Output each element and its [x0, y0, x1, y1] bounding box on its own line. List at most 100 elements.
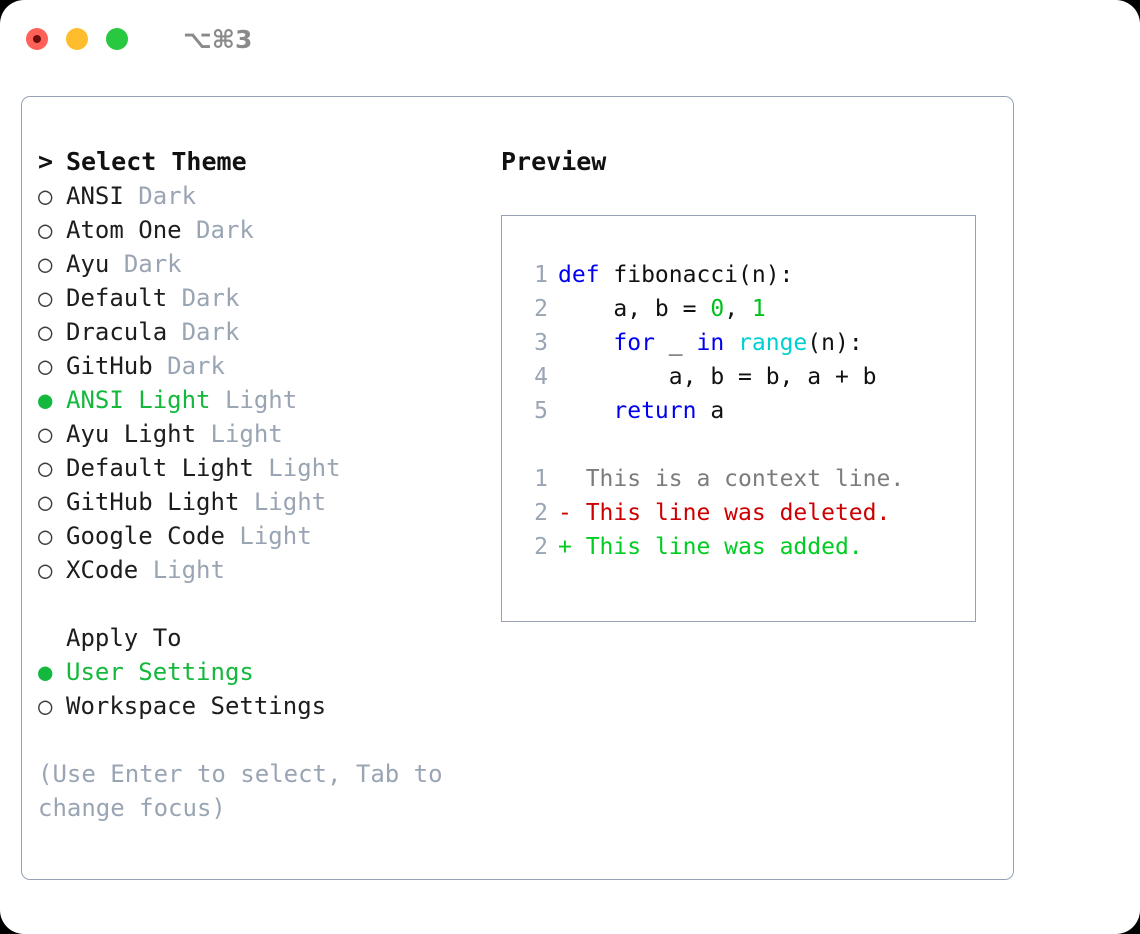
- radio-unselected-icon: ○: [38, 556, 53, 584]
- code-token-plain: a, b = b, a + b: [558, 364, 877, 390]
- theme-option-google-code[interactable]: ○Google Code Light: [38, 519, 498, 553]
- radio-unselected-icon: ○: [38, 182, 53, 210]
- title-bar: ⌥⌘3: [0, 0, 1140, 78]
- code-token-kw: return: [613, 398, 697, 424]
- diff-line-context: 1 This is a context line.: [520, 462, 975, 496]
- radio-selected-icon: ●: [38, 386, 53, 414]
- code-token-plain: a, b =: [558, 296, 711, 322]
- apply-to-heading-label: Apply To: [66, 624, 182, 652]
- radio-unselected-icon: ○: [38, 692, 53, 720]
- code-token-plain: ,: [724, 296, 752, 322]
- code-token-num: 0: [710, 296, 725, 322]
- theme-option-variant: Dark: [123, 250, 182, 278]
- code-line: 4 a, b = b, a + b: [520, 360, 975, 394]
- maximize-window-button[interactable]: [106, 28, 128, 50]
- keyboard-hint: (Use Enter to select, Tab to change focu…: [38, 760, 443, 822]
- diff-line-number: 2: [534, 534, 548, 560]
- theme-option-label: Default Light: [66, 454, 254, 482]
- code-token-plain: [558, 398, 613, 424]
- main-panel: >Select Theme ○ANSI Dark○Atom One Dark○A…: [21, 96, 1014, 880]
- code-diff-spacer: [520, 428, 975, 462]
- minimize-window-button[interactable]: [66, 28, 88, 50]
- code-token-plain: [724, 330, 738, 356]
- theme-option-ayu[interactable]: ○Ayu Dark: [38, 247, 498, 281]
- radio-unselected-icon: ○: [38, 284, 53, 312]
- theme-option-ansi-light[interactable]: ● ANSI Light Light: [38, 383, 498, 417]
- apply-to-option-label: Workspace Settings: [66, 692, 327, 720]
- theme-option-ansi[interactable]: ○ ANSI Dark: [38, 179, 498, 213]
- theme-option-variant: Light: [239, 522, 312, 550]
- window-controls: [26, 28, 128, 50]
- diff-sample: 1 This is a context line.2- This line wa…: [520, 462, 975, 564]
- code-line-number: 2: [534, 296, 548, 322]
- theme-option-atom-one[interactable]: ○Atom One Dark: [38, 213, 498, 247]
- radio-unselected-icon: ○: [38, 352, 53, 380]
- theme-option-variant: Light: [224, 386, 298, 414]
- close-window-button[interactable]: [26, 28, 48, 50]
- radio-unselected-icon: ○: [38, 454, 53, 482]
- code-line: 3 for _ in range(n):: [520, 326, 975, 360]
- theme-option-variant: Light: [253, 488, 327, 516]
- theme-option-default[interactable]: ○Default Dark: [38, 281, 498, 315]
- theme-option-variant: Light: [152, 556, 225, 584]
- code-line-number: 3: [534, 330, 548, 356]
- code-line: 5 return a: [520, 394, 975, 428]
- code-line: 2 a, b = 0, 1: [520, 292, 975, 326]
- diff-line-deleted: 2- This line was deleted.: [520, 496, 975, 530]
- theme-option-label: Google Code: [66, 522, 225, 550]
- theme-option-variant: Dark: [181, 284, 240, 312]
- diff-line-number: 2: [534, 500, 548, 526]
- theme-option-github-light[interactable]: ○ GitHub Light Light: [38, 485, 498, 519]
- theme-option-variant: Light: [268, 454, 341, 482]
- theme-option-default-light[interactable]: ○ Default Light Light: [38, 451, 498, 485]
- theme-list: ○ANSI Dark○Atom One Dark○Ayu Dark○Defaul…: [38, 179, 498, 587]
- diff-marker-icon: -: [558, 500, 586, 526]
- radio-unselected-icon: ○: [38, 488, 53, 516]
- theme-option-label: ANSI: [66, 182, 124, 210]
- diff-line-text: This is a context line.: [585, 466, 905, 492]
- selection-arrow-icon: >: [38, 147, 54, 176]
- diff-line-number: 1: [534, 466, 548, 492]
- theme-option-xcode[interactable]: ○ XCode Light: [38, 553, 498, 587]
- code-token-plain: a: [696, 398, 725, 424]
- theme-picker-column: >Select Theme ○ANSI Dark○Atom One Dark○A…: [38, 145, 498, 825]
- theme-picker-heading: >Select Theme: [38, 145, 498, 179]
- theme-option-label: Dracula: [66, 318, 168, 346]
- theme-option-github[interactable]: ○ GitHub Dark: [38, 349, 498, 383]
- radio-selected-icon: ●: [38, 658, 53, 686]
- code-token-plain: [558, 330, 613, 356]
- theme-option-label: GitHub: [66, 352, 153, 380]
- theme-option-dracula[interactable]: ○Dracula Dark: [38, 315, 498, 349]
- theme-option-variant: Dark: [138, 182, 197, 210]
- theme-option-label: GitHub Light: [66, 488, 240, 516]
- diff-line-added: 2+ This line was added.: [520, 530, 975, 564]
- code-line-number: 5: [534, 398, 548, 424]
- diff-line-text: This line was added.: [585, 534, 863, 560]
- code-token-kw: for: [613, 330, 655, 356]
- apply-to-option-user-settings[interactable]: ●User Settings: [38, 655, 498, 689]
- apply-to-list: ●User Settings ○ Workspace Settings: [38, 655, 498, 723]
- theme-option-ayu-light[interactable]: ○Ayu Light Light: [38, 417, 498, 451]
- theme-option-variant: Dark: [167, 352, 225, 380]
- preview-heading: Preview: [501, 147, 607, 176]
- apply-to-heading: Apply To: [38, 621, 498, 655]
- code-token-plain: _: [654, 330, 697, 356]
- code-token-kw: def: [558, 262, 600, 288]
- apply-to-option-workspace-settings[interactable]: ○ Workspace Settings: [38, 689, 498, 723]
- theme-option-label: Atom One: [66, 216, 182, 244]
- code-token-plain: (n):: [807, 330, 863, 356]
- theme-option-label: Ayu: [66, 250, 110, 278]
- keyboard-shortcut-label: ⌥⌘3: [183, 24, 253, 54]
- theme-option-label: XCode: [66, 556, 139, 584]
- code-line-number: 4: [534, 364, 548, 390]
- radio-unselected-icon: ○: [38, 420, 53, 448]
- code-token-num: 1: [751, 296, 766, 322]
- theme-option-label: ANSI Light: [66, 386, 211, 414]
- code-token-fn: range: [738, 330, 808, 356]
- code-token-plain: fibonacci(n):: [599, 262, 794, 288]
